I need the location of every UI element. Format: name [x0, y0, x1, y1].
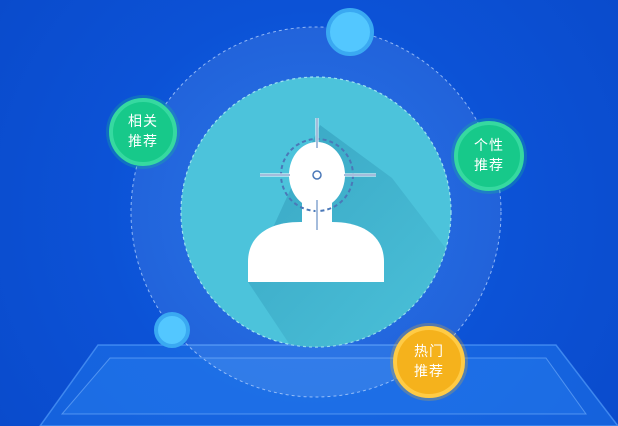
hot-label-line1: 热门 — [414, 344, 444, 360]
related-label-line1: 相关 — [128, 114, 158, 130]
personal-label-line2: 推荐 — [474, 158, 504, 174]
related-recommendation-bubble[interactable]: 相关 推荐 — [109, 98, 177, 166]
hot-label-line2: 推荐 — [414, 364, 444, 380]
top-decor-dot — [326, 8, 374, 56]
user-target-icon — [248, 118, 384, 282]
personal-recommendation-bubble[interactable]: 个性 推荐 — [454, 121, 524, 191]
personal-label-line1: 个性 — [474, 138, 504, 154]
left-decor-dot — [154, 312, 190, 348]
hot-recommendation-bubble[interactable]: 热门 推荐 — [393, 326, 465, 398]
related-label-line2: 推荐 — [128, 134, 158, 150]
